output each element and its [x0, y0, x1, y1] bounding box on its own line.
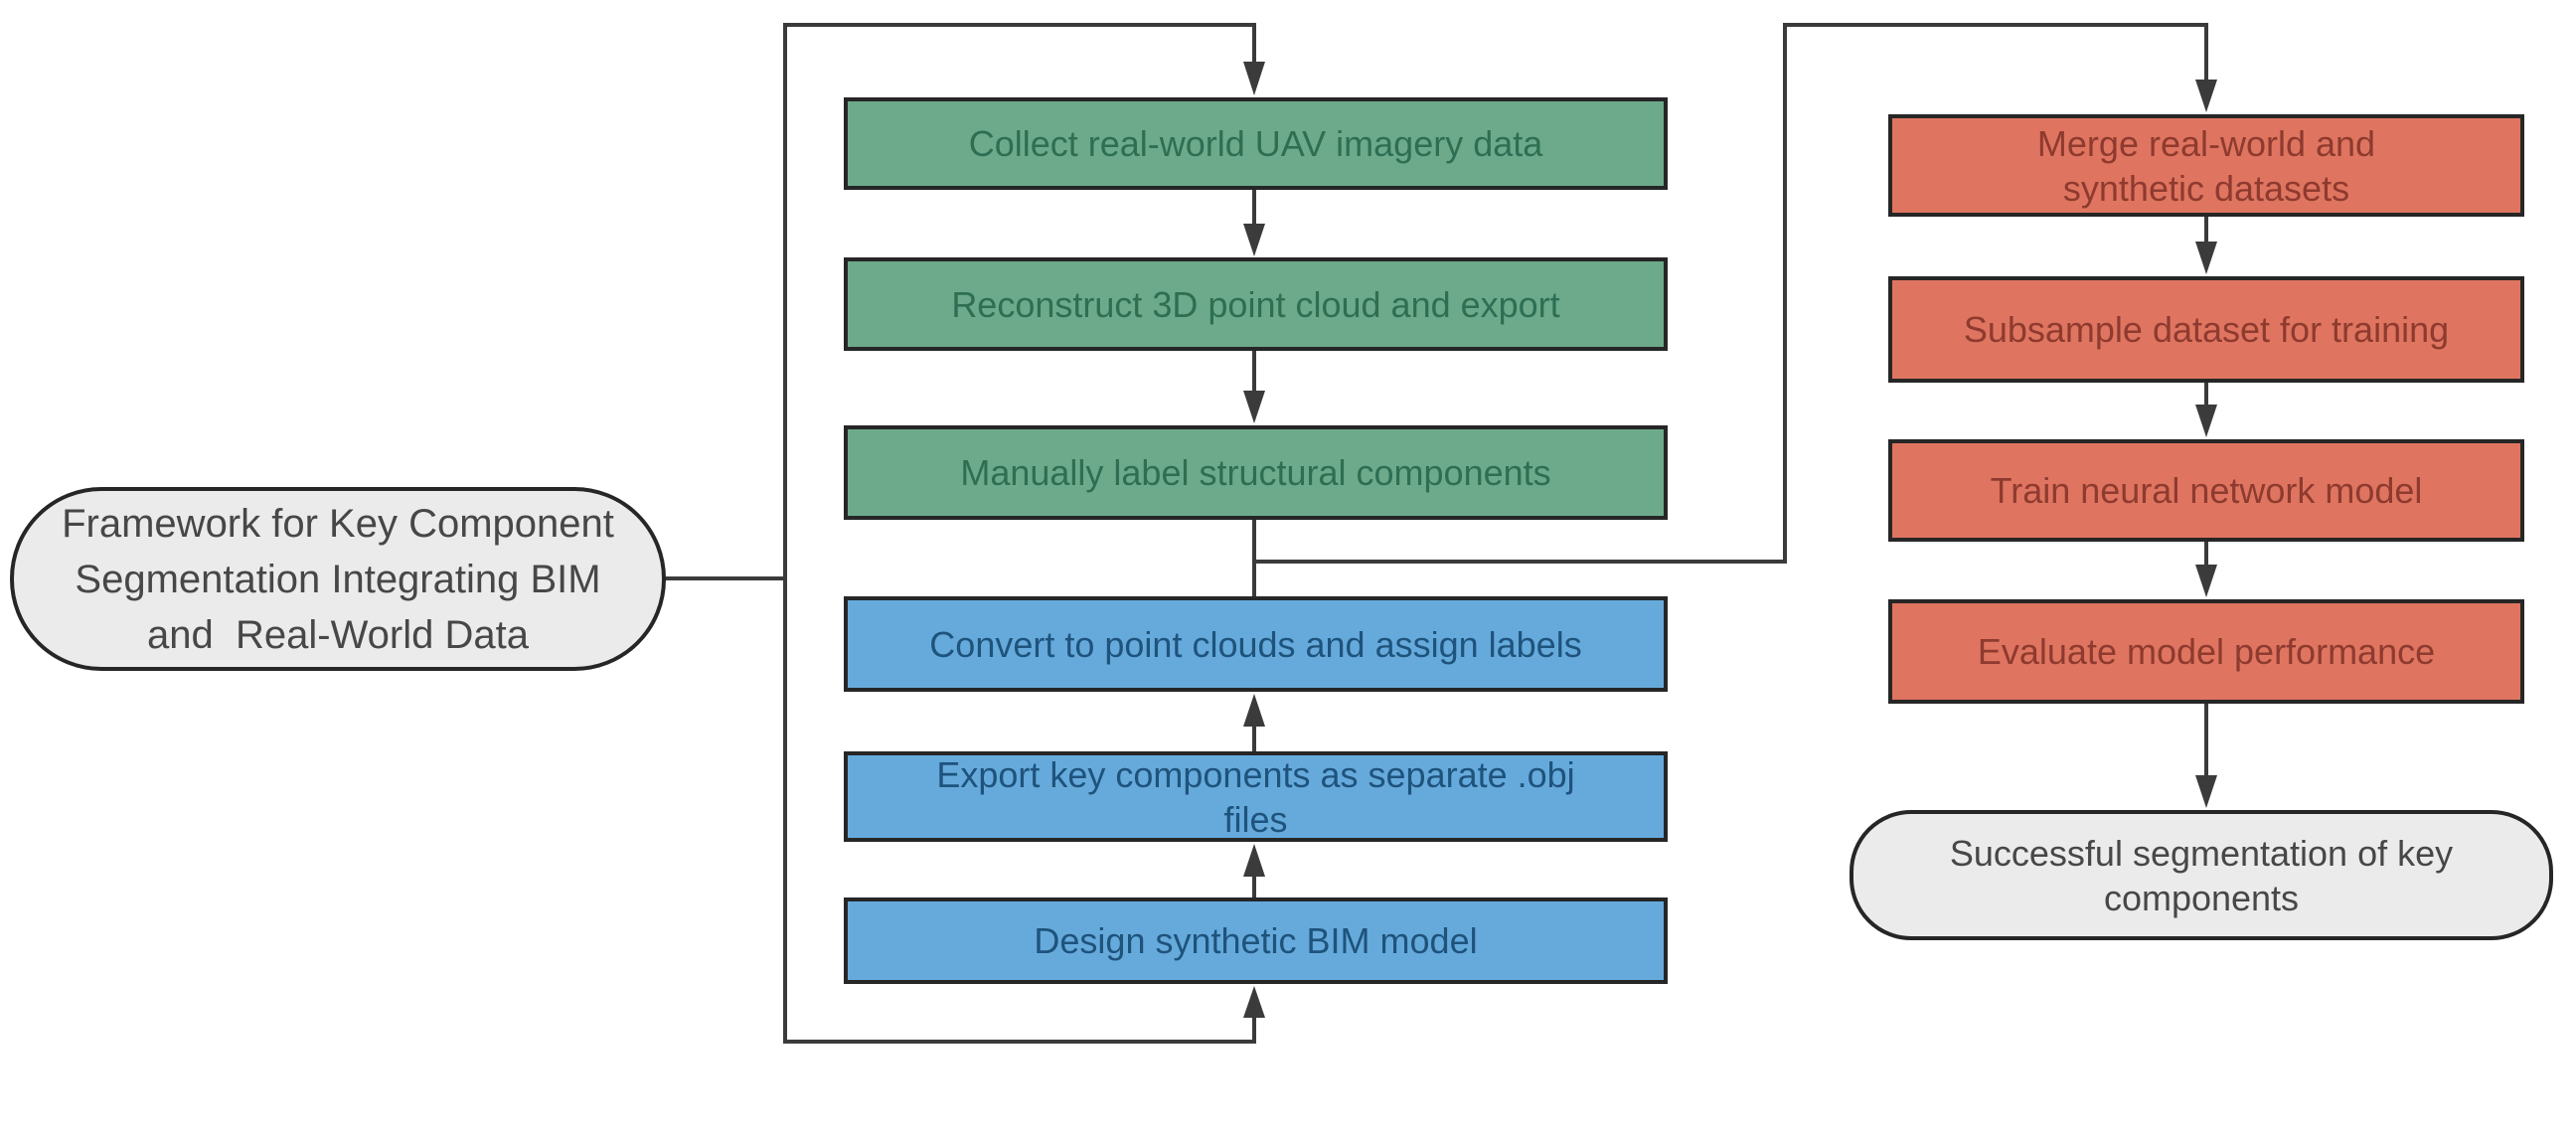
step-evaluate-model: Evaluate model performance [1888, 599, 2524, 704]
arrowhead-into-reconstruct [1243, 224, 1265, 256]
connector-left-loop [783, 23, 1256, 1044]
step-design-bim-model: Design synthetic BIM model [844, 897, 1668, 984]
arrowhead-into-train [2195, 405, 2217, 437]
step-collect-uav-imagery: Collect real-world UAV imagery data [844, 97, 1668, 190]
arrowhead-into-label [1243, 391, 1265, 423]
start-node: Framework for Key Component Segmentation… [10, 487, 666, 671]
step-reconstruct-point-cloud: Reconstruct 3D point cloud and export [844, 257, 1668, 351]
end-node: Successful segmentation of key component… [1850, 810, 2553, 940]
arrowhead-into-evaluate [2195, 565, 2217, 597]
arrowhead-into-convert [1243, 694, 1265, 727]
step-label-components: Manually label structural components [844, 425, 1668, 520]
arrowhead-into-export [1243, 844, 1265, 877]
step-train-model: Train neural network model [1888, 439, 2524, 542]
arrowhead-into-design [1243, 986, 1265, 1018]
arrowhead-into-merge [2195, 80, 2217, 112]
arrowhead-into-subsample [2195, 242, 2217, 274]
step-merge-datasets: Merge real-world and synthetic datasets [1888, 114, 2524, 217]
step-export-obj-files: Export key components as separate .obj f… [844, 751, 1668, 842]
step-subsample-dataset: Subsample dataset for training [1888, 276, 2524, 383]
arrowhead-into-end [2195, 775, 2217, 808]
connector-branch-to-merge [1254, 23, 2208, 564]
arrowhead-into-collect [1243, 62, 1265, 95]
step-convert-point-clouds: Convert to point clouds and assign label… [844, 596, 1668, 692]
